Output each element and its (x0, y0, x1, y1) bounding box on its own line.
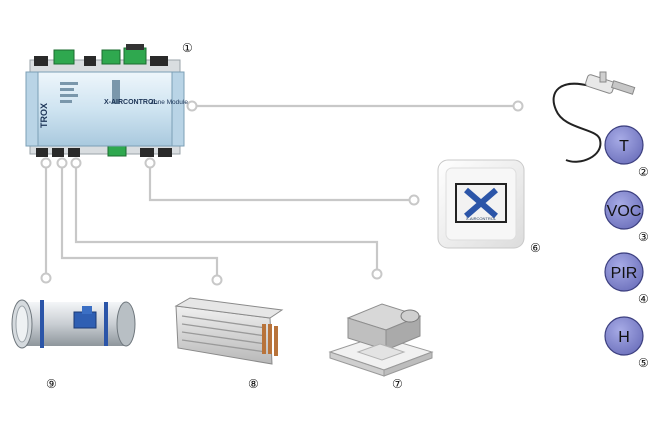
line-controller-to-diffuser (74, 163, 379, 274)
thermostat-number: ⑥ (530, 241, 541, 255)
ceiling-diffuser-icon: ⑦ (328, 303, 434, 391)
sensor-voc-number: ③ (638, 230, 649, 244)
connection-lines (44, 104, 518, 280)
connection-endpoints (40, 100, 524, 286)
sensor-list: T ② VOC ③ PIR ④ H ⑤ (604, 125, 649, 370)
sensor-h-circle (604, 316, 644, 356)
sensor-voc: VOC ③ (604, 190, 649, 244)
controller-product-name: Zone Module (150, 99, 188, 106)
zone-controller-module: TROX X-AIRCONTROL Zone Module ① (25, 41, 193, 157)
sensor-t-circle (604, 125, 644, 165)
sensor-pir: PIR ④ (604, 252, 649, 306)
sensor-h-number: ⑤ (638, 356, 649, 370)
line-controller-to-thermostat (148, 163, 414, 202)
controller-number: ① (182, 41, 193, 55)
thermostat-logo: X-AIRCONTROL (466, 216, 497, 221)
sensor-t-number: ② (638, 165, 649, 179)
temperature-probe-icon (552, 71, 636, 163)
controller-brand: TROX (39, 103, 49, 128)
sensor-pir-number: ④ (638, 292, 649, 306)
sensor-pir-label: PIR (611, 265, 638, 282)
sensor-voc-circle (604, 190, 644, 230)
heater-number: ⑧ (248, 377, 259, 391)
line-controller-to-heater (60, 163, 219, 280)
round-damper-icon: ⑨ (11, 299, 136, 391)
sensor-t: T ② (604, 125, 649, 179)
duct-heater-icon: ⑧ (174, 297, 284, 391)
sensor-h-label: H (618, 329, 630, 346)
controller-logo: X-AIRCONTROL (104, 99, 158, 106)
sensor-pir-circle (604, 252, 644, 292)
sensor-t-label: T (619, 138, 629, 155)
sensor-voc-label: VOC (607, 203, 642, 220)
damper-number: ⑨ (46, 377, 57, 391)
sensor-h: H ⑤ (604, 316, 649, 370)
diffuser-number: ⑦ (392, 377, 403, 391)
room-control-panel-icon: X-AIRCONTROL ⑥ (437, 159, 541, 255)
